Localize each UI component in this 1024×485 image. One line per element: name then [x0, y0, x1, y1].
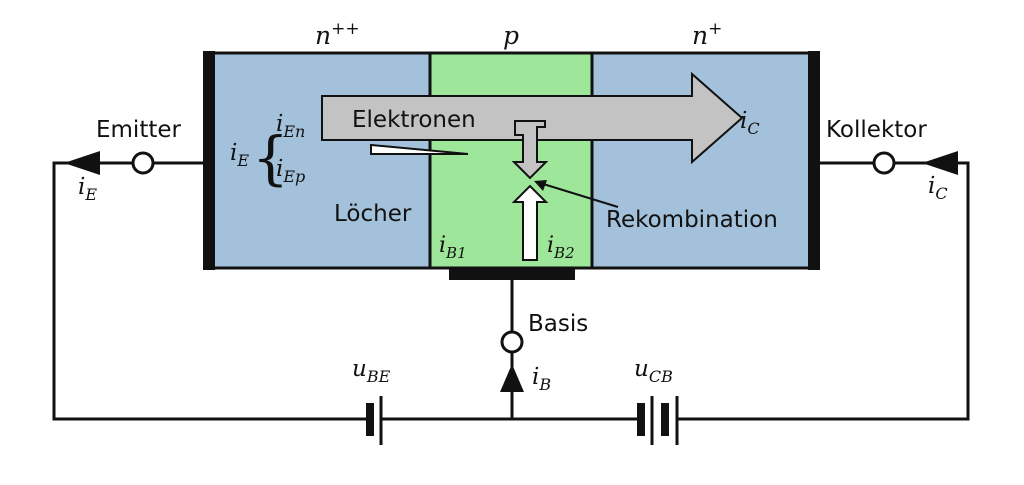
ucb-label: uCB [634, 356, 673, 386]
base-terminal [500, 330, 524, 354]
hole-flow-arrow [370, 143, 469, 155]
recombination-pointer [539, 182, 619, 208]
ie-region-label: iE [230, 140, 249, 170]
emitter-label: Emitter [96, 117, 182, 143]
battery-ube-plate-short [366, 403, 374, 436]
collector-contact [808, 51, 820, 270]
electron-flow-arrow [321, 71, 744, 165]
recombination-pointer-head [534, 180, 547, 191]
collector-label: Kollektor [826, 117, 927, 143]
electrons-label: Elektronen [352, 107, 476, 133]
emitter-doping-label: n++ [315, 19, 360, 50]
base-contact [449, 268, 575, 280]
recombination-arrow [511, 120, 549, 180]
base-label: Basis [528, 311, 588, 337]
base-doping-label: p [503, 21, 519, 50]
ic-flow-label: iC [740, 108, 760, 138]
collector-terminal [872, 151, 896, 175]
ic-wire-label: iC [928, 173, 948, 203]
base-current-ib2-arrow [511, 184, 549, 261]
ie-wire-label: iE [78, 174, 97, 204]
emitter-contact [203, 51, 215, 270]
ube-label: uBE [352, 356, 391, 386]
ib-label: iB [532, 364, 551, 394]
iep-label: iEp [276, 156, 305, 186]
holes-label: Löcher [334, 201, 412, 227]
collector-current-arrowhead [922, 151, 958, 175]
base-current-arrowhead [500, 364, 524, 392]
ien-label: iEn [276, 111, 305, 141]
ib1-label: iB1 [439, 233, 467, 262]
battery-ucb-plate-short-2 [661, 403, 669, 436]
emitter-terminal [131, 151, 155, 175]
current-brace: { [252, 124, 289, 192]
base-region [428, 51, 594, 270]
emitter-region [206, 51, 432, 270]
emitter-current-arrowhead [64, 151, 100, 175]
ib2-label: iB2 [547, 233, 575, 262]
collector-doping-label: n+ [692, 19, 722, 50]
recombination-label: Rekombination [606, 207, 778, 233]
battery-ucb-plate-short-1 [637, 403, 645, 436]
